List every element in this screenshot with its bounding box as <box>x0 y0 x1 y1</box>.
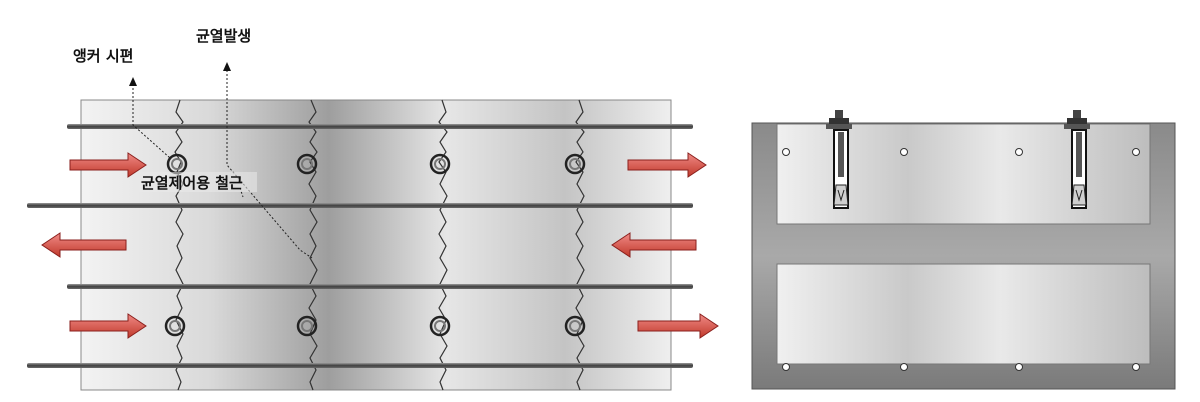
callout-arrowheads <box>129 62 231 86</box>
anchor-ring <box>296 315 318 337</box>
anchor-bolt-icon <box>826 110 852 209</box>
anchor-rings <box>164 153 586 337</box>
crack-line <box>174 99 184 391</box>
bolt-hole <box>782 148 790 156</box>
force-arrows <box>41 152 719 339</box>
anchor-bolt-icon <box>1064 110 1090 209</box>
upper-concrete-block <box>776 123 1151 225</box>
bolt-hole <box>900 363 908 371</box>
rebars <box>27 124 693 368</box>
arrow-left-icon <box>611 232 697 258</box>
anchor-ring <box>429 153 451 175</box>
arrow-left-icon <box>41 232 127 258</box>
bolt-hole <box>782 363 790 371</box>
anchor-ring <box>296 153 318 175</box>
bolt-hole <box>1132 148 1140 156</box>
arrow-right-icon <box>69 152 147 178</box>
rebar <box>27 203 693 208</box>
bolt-hole <box>1015 363 1023 371</box>
crack-occurrence-label: 균열발생 <box>196 27 251 45</box>
arrowhead-up-icon <box>129 77 137 86</box>
rebar <box>27 363 693 368</box>
crack-control-rebar-label: 균열제어용 철근 <box>139 172 257 192</box>
rebar <box>67 284 693 289</box>
arrow-right-icon <box>69 313 147 339</box>
bolt-hole <box>900 148 908 156</box>
crack-line <box>308 99 318 391</box>
lower-concrete-block <box>776 263 1151 365</box>
anchor-specimen-leader <box>132 84 171 159</box>
anchor-ring <box>164 315 186 337</box>
anchor-ring <box>564 315 586 337</box>
anchor-ring <box>564 153 586 175</box>
arrow-right-icon <box>627 152 707 178</box>
bolt-hole <box>1015 148 1023 156</box>
svg-text:균열제어용 철근: 균열제어용 철근 <box>141 174 243 192</box>
arrowhead-up-icon <box>223 62 231 71</box>
anchor-ring <box>429 315 451 337</box>
crack-line <box>575 99 585 391</box>
bolt-holes <box>782 148 1140 371</box>
crack-lines <box>174 99 585 391</box>
anchor-specimen-label: 앵커 시편 <box>73 47 133 65</box>
bolt-hole <box>1132 363 1140 371</box>
arrow-right-icon <box>637 313 719 339</box>
rebar <box>67 124 693 129</box>
crack-line <box>438 99 448 391</box>
